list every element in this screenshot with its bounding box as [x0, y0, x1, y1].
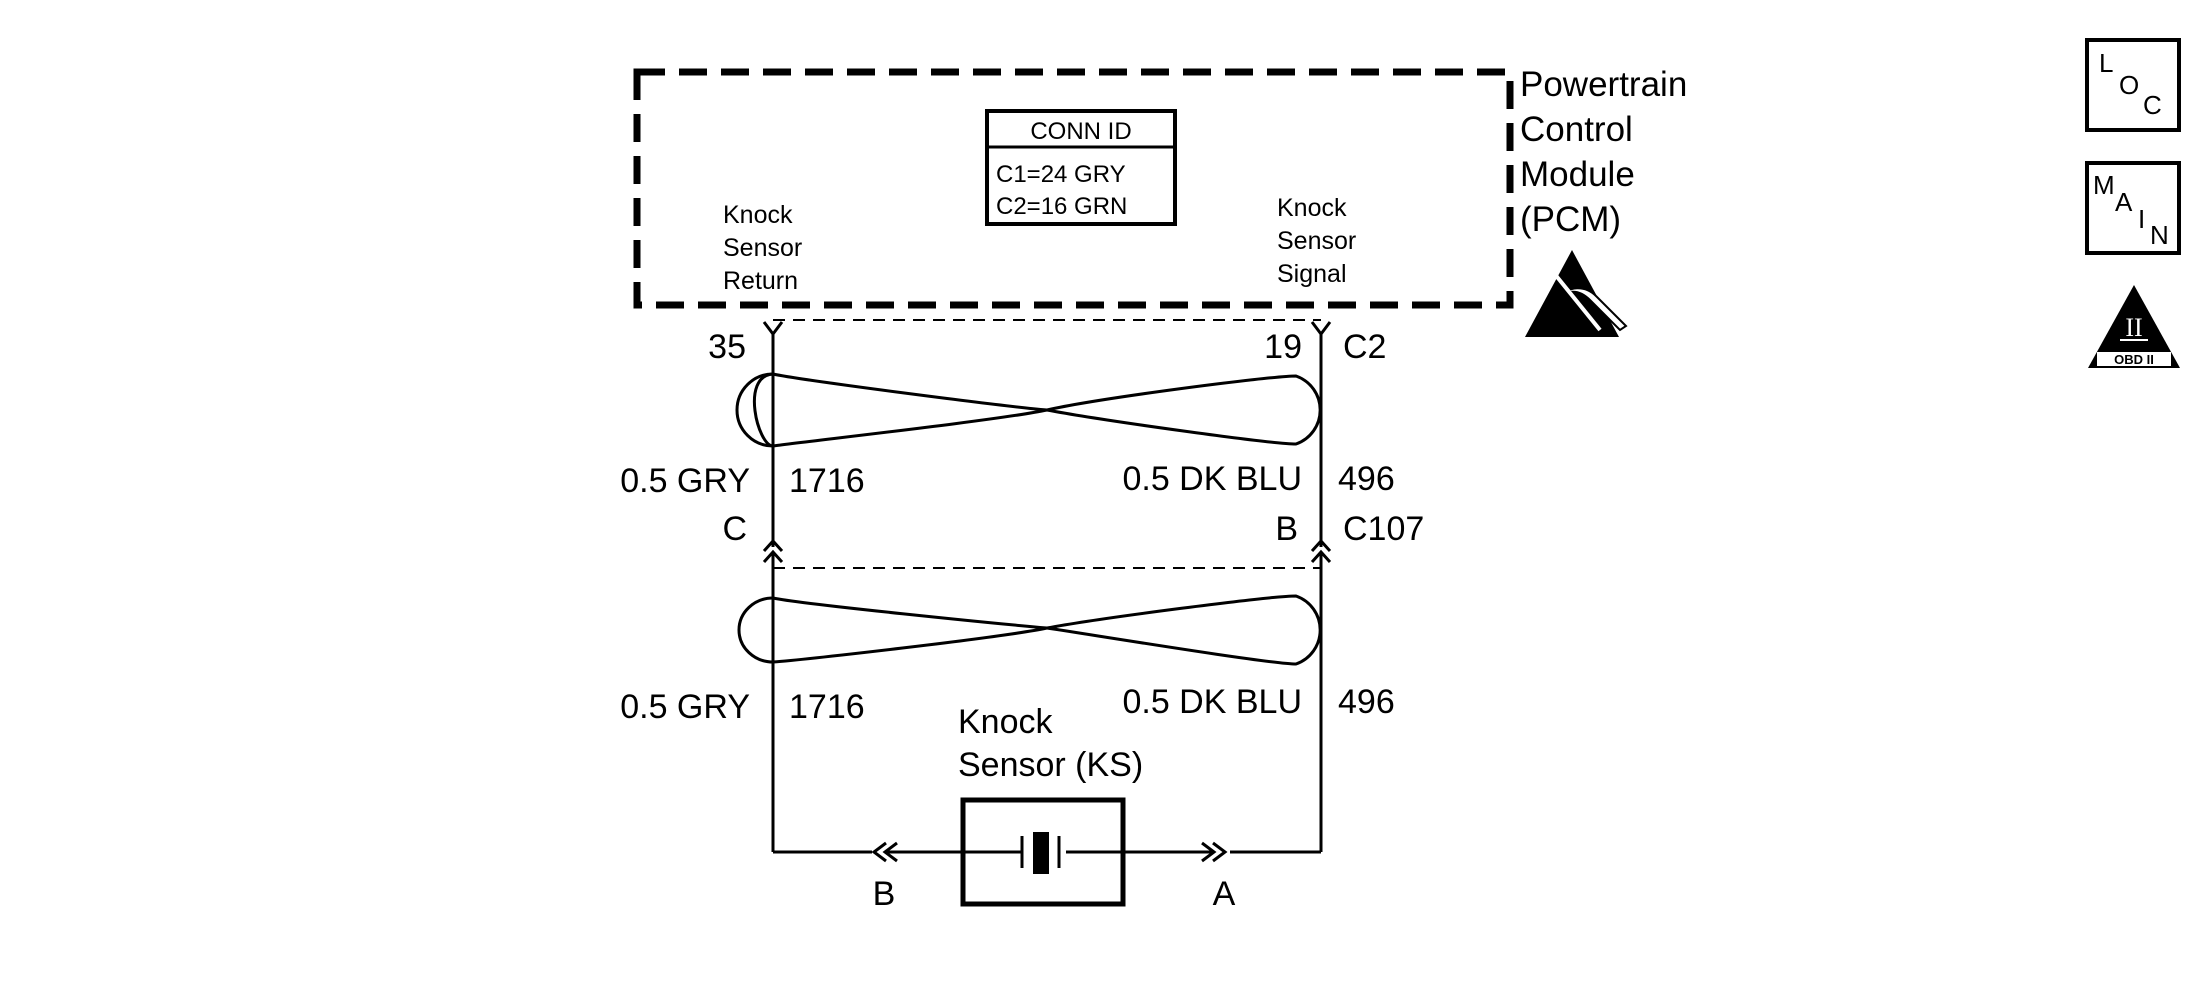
knock-sensor-housing [960, 797, 1126, 907]
circuit-496-lower: 496 [1338, 683, 1395, 721]
icon-letter: C [2143, 90, 2162, 120]
piezo-element [1033, 832, 1049, 874]
wire-color-dkblu-upper: 0.5 DK BLU [1122, 460, 1302, 498]
label-line: Knock [723, 201, 793, 229]
pcm-name-line: Module [1520, 155, 1635, 194]
pin-19-label: 19 [1264, 328, 1302, 366]
label-line: Return [723, 267, 798, 295]
obd-ii-icon: II OBD II [2088, 285, 2180, 368]
conn-id-line: C2=16 GRN [996, 193, 1127, 220]
inline-connector-c107: C B C107 [722, 510, 1424, 569]
connector-c2-label: C2 [1343, 328, 1386, 366]
circuit-1716-upper: 1716 [789, 462, 865, 500]
knock-sensor-component: B A [773, 797, 1321, 913]
label-line: Sensor [723, 234, 802, 262]
conn-id-header: CONN ID [1030, 118, 1131, 145]
obd-label: OBD II [2114, 352, 2154, 367]
esd-hand-warning-icon [1525, 250, 1628, 337]
pcm-name-line: Control [1520, 110, 1633, 149]
twisted-pair-upper [735, 372, 1322, 448]
icon-letter: I [2138, 204, 2145, 234]
pcm-name-line: Powertrain [1520, 65, 1687, 104]
icon-letter: N [2150, 220, 2169, 250]
twisted-pair-lower [737, 594, 1322, 666]
conn-id-line: C1=24 GRY [996, 161, 1126, 188]
pin-35-label: 35 [708, 328, 746, 366]
icon-letter: M [2093, 170, 2115, 200]
circuit-1716-lower: 1716 [789, 688, 865, 726]
label-line: Signal [1277, 260, 1347, 288]
wire-color-gry-upper: 0.5 GRY [620, 462, 750, 500]
knock-sensor-name: Knock [958, 703, 1053, 741]
pcm-name-line: (PCM) [1520, 200, 1621, 239]
obd-numeral: II [2125, 313, 2142, 342]
pin-b-label: B [1275, 510, 1298, 548]
circuit-496-upper: 496 [1338, 460, 1395, 498]
icon-letter: A [2115, 187, 2133, 217]
icon-letter: L [2099, 48, 2113, 78]
conn-id-box: CONN ID C1=24 GRY C2=16 GRN [985, 109, 1177, 226]
pcm-name: Powertrain Control Module (PCM) [1520, 65, 1687, 239]
connector-c107-label: C107 [1343, 510, 1424, 548]
sensor-pin-a-label: A [1213, 875, 1236, 913]
pin-c-label: C [722, 510, 747, 548]
loc-icon: L O C [2085, 38, 2181, 132]
sensor-pin-b-label: B [873, 875, 896, 913]
wire-color-dkblu-lower: 0.5 DK BLU [1122, 683, 1302, 721]
label-line: Knock [1277, 194, 1347, 222]
icon-letter: O [2119, 70, 2139, 100]
pcm-c2-terminals: 35 19 C2 [708, 319, 1386, 366]
main-icon: M A I N [2085, 161, 2181, 255]
label-line: Sensor [1277, 227, 1356, 255]
knock-sensor-name: Sensor (KS) [958, 746, 1143, 784]
pcm-module-box [633, 68, 1514, 309]
knock-sensor-return-label: Knock Sensor Return [723, 201, 802, 295]
wire-color-gry-lower: 0.5 GRY [620, 688, 750, 726]
knock-sensor-signal-label: Knock Sensor Signal [1277, 194, 1356, 288]
